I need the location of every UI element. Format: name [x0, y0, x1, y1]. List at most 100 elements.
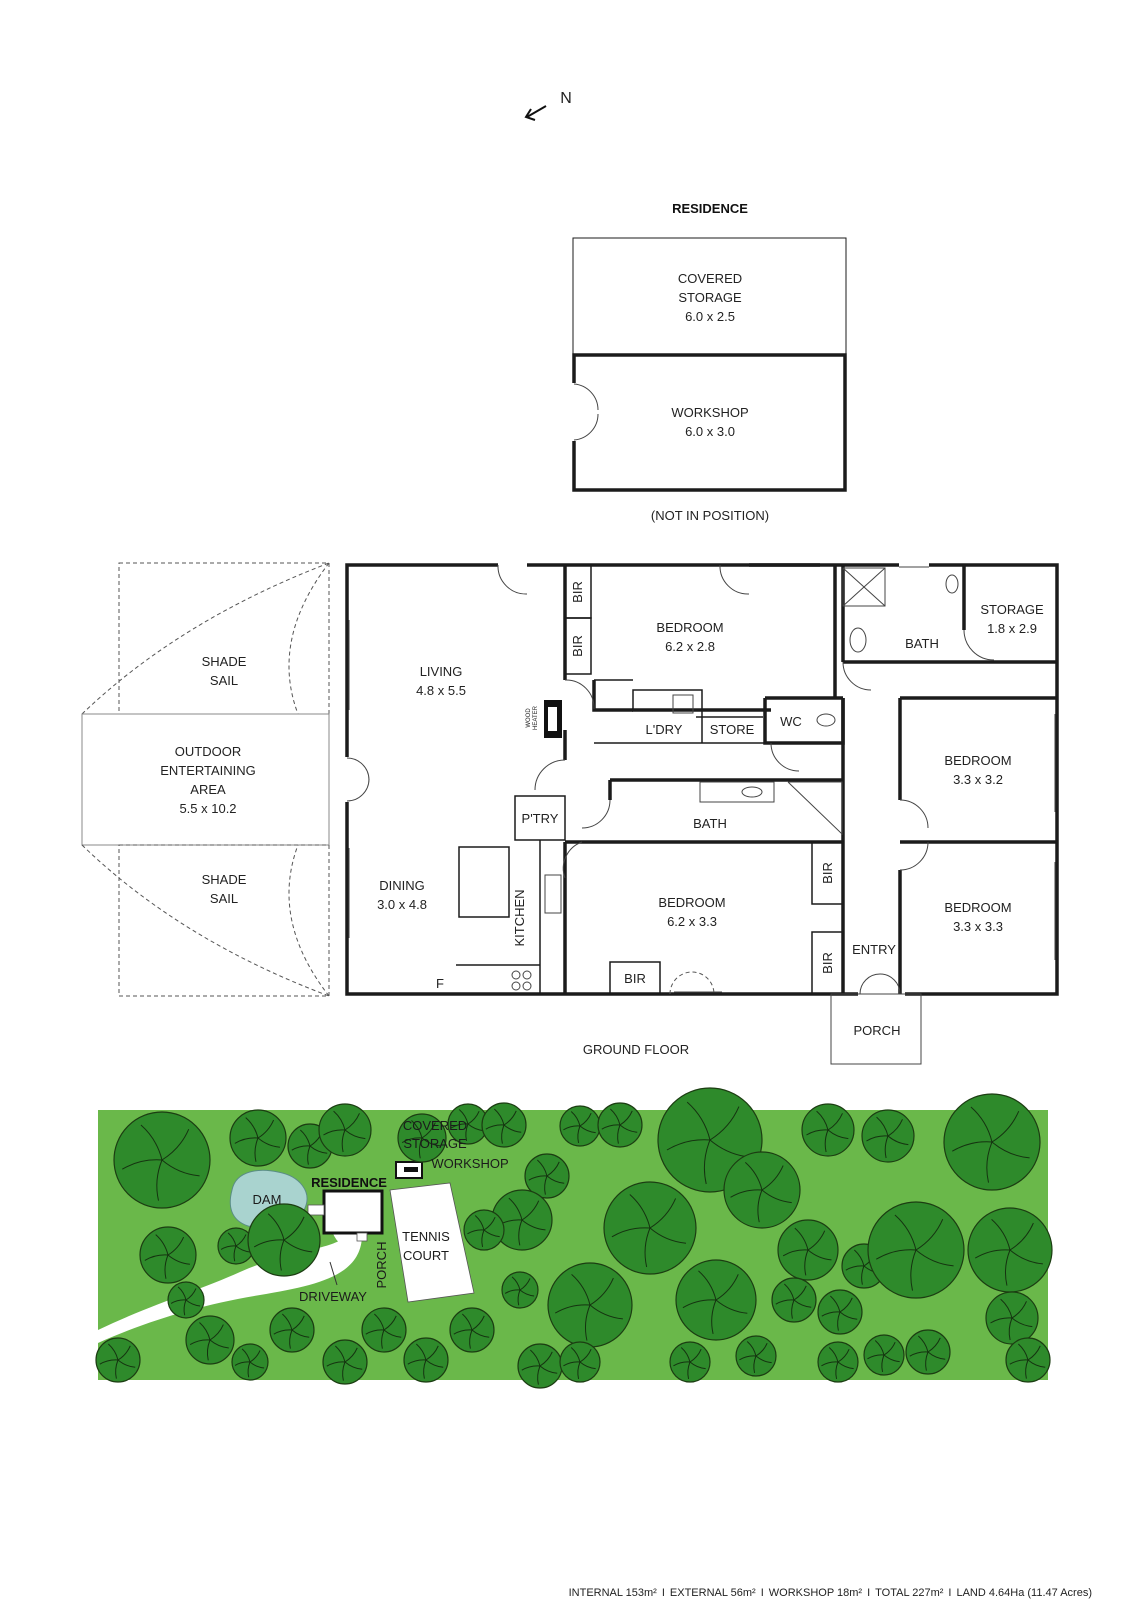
tree-icon	[229, 1109, 287, 1167]
tree-icon	[322, 1339, 368, 1385]
land-area: LAND 4.64Ha (11.47 Acres)	[956, 1587, 1092, 1599]
svg-text:BIR: BIR	[570, 635, 585, 657]
svg-text:RESIDENCE: RESIDENCE	[311, 1175, 387, 1190]
svg-text:COURT: COURT	[403, 1248, 449, 1263]
tree-icon	[723, 1151, 801, 1229]
tennis-court	[389, 1182, 475, 1303]
shade-sail-top: SHADE SAIL	[81, 562, 330, 715]
tree-icon	[139, 1226, 197, 1284]
svg-text:COVERED: COVERED	[403, 1118, 467, 1133]
tree-icon	[501, 1271, 539, 1309]
svg-text:DRIVEWAY: DRIVEWAY	[299, 1289, 367, 1304]
tree-icon	[524, 1153, 570, 1199]
svg-text:BEDROOM: BEDROOM	[944, 900, 1011, 915]
svg-text:PORCH: PORCH	[374, 1242, 389, 1289]
trees	[95, 1087, 1053, 1389]
svg-text:6.2 x 2.8: 6.2 x 2.8	[665, 639, 715, 654]
total-area: TOTAL 227m²	[875, 1587, 944, 1599]
tree-icon	[597, 1102, 643, 1148]
tree-icon	[967, 1207, 1053, 1293]
tree-icon	[269, 1307, 315, 1353]
svg-text:ENTRY: ENTRY	[852, 942, 896, 957]
north-letter: N	[560, 90, 572, 107]
tree-icon	[863, 1334, 905, 1376]
svg-text:SHADE: SHADE	[202, 654, 247, 669]
svg-text:BATH: BATH	[905, 636, 939, 651]
external-area: EXTERNAL 56m²	[669, 1587, 756, 1599]
svg-text:BATH: BATH	[693, 816, 727, 831]
tree-icon	[463, 1209, 505, 1251]
tree-icon	[817, 1289, 863, 1335]
site-plan: COVERED STORAGE WORKSHOP RESIDENCE DAM T…	[95, 1087, 1053, 1389]
svg-text:6.2 x 3.3: 6.2 x 3.3	[667, 914, 717, 929]
tree-icon	[318, 1103, 372, 1157]
svg-text:TENNIS: TENNIS	[402, 1229, 450, 1244]
ground-floor-title: GROUND FLOOR	[583, 1042, 689, 1057]
svg-text:STORAGE: STORAGE	[403, 1136, 467, 1151]
svg-text:6.0 x 2.5: 6.0 x 2.5	[685, 309, 735, 324]
svg-text:WORKSHOP: WORKSHOP	[671, 405, 748, 420]
svg-text:BIR: BIR	[570, 581, 585, 603]
svg-text:STORAGE: STORAGE	[678, 290, 742, 305]
room-labels: LIVING 4.8 x 5.5 DINING 3.0 x 4.8 KITCHE…	[377, 581, 1044, 1038]
svg-text:WC: WC	[780, 714, 802, 729]
svg-text:1.8 x 2.9: 1.8 x 2.9	[987, 621, 1037, 636]
tree-icon	[361, 1307, 407, 1353]
tree-icon	[985, 1291, 1039, 1345]
tree-icon	[517, 1343, 563, 1389]
svg-text:WOOD: WOOD	[526, 708, 532, 728]
tree-icon	[771, 1277, 817, 1323]
svg-text:AREA: AREA	[190, 782, 226, 797]
door-swings	[346, 564, 995, 995]
tree-icon	[95, 1337, 141, 1383]
svg-text:KITCHEN: KITCHEN	[512, 889, 527, 946]
tree-icon	[861, 1109, 915, 1163]
interior-walls	[456, 564, 1057, 1065]
workshop-area: WORKSHOP 18m²	[768, 1587, 863, 1599]
tree-icon	[481, 1102, 527, 1148]
svg-text:BIR: BIR	[820, 952, 835, 974]
tree-icon	[817, 1341, 859, 1383]
tree-icon	[167, 1281, 205, 1319]
svg-text:3.3 x 3.2: 3.3 x 3.2	[953, 772, 1003, 787]
svg-text:SHADE: SHADE	[202, 872, 247, 887]
windows	[348, 566, 1056, 993]
svg-text:4.8 x 5.5: 4.8 x 5.5	[416, 683, 466, 698]
svg-text:6.0 x 3.0: 6.0 x 3.0	[685, 424, 735, 439]
tree-icon	[943, 1093, 1041, 1191]
residence-footprint	[322, 1189, 384, 1235]
tree-icon	[559, 1105, 601, 1147]
north-arrow-icon	[524, 105, 547, 121]
svg-text:LIVING: LIVING	[420, 664, 463, 679]
svg-text:SAIL: SAIL	[210, 891, 238, 906]
shade-sail-bottom: SHADE SAIL	[81, 844, 330, 997]
tree-icon	[547, 1262, 633, 1348]
svg-text:DAM: DAM	[253, 1192, 282, 1207]
tree-icon	[113, 1111, 211, 1209]
workshop-room: WORKSHOP 6.0 x 3.0	[571, 353, 847, 492]
svg-text:HEATER: HEATER	[533, 705, 539, 730]
svg-text:3.0 x 4.8: 3.0 x 4.8	[377, 897, 427, 912]
svg-text:STORE: STORE	[710, 722, 755, 737]
tree-icon	[905, 1329, 951, 1375]
tree-icon	[675, 1259, 757, 1341]
svg-text:SAIL: SAIL	[210, 673, 238, 688]
tree-icon	[735, 1335, 777, 1377]
svg-text:3.3 x 3.3: 3.3 x 3.3	[953, 919, 1003, 934]
tree-icon	[603, 1181, 697, 1275]
svg-text:BIR: BIR	[624, 971, 646, 986]
tree-icon	[1005, 1337, 1051, 1383]
not-in-position-note: (NOT IN POSITION)	[651, 508, 769, 523]
svg-text:PORCH: PORCH	[854, 1023, 901, 1038]
covered-storage-room: COVERED STORAGE 6.0 x 2.5	[572, 237, 847, 355]
svg-text:5.5 x 10.2: 5.5 x 10.2	[179, 801, 236, 816]
tree-icon	[247, 1203, 321, 1277]
svg-text:P'TRY: P'TRY	[522, 811, 559, 826]
svg-text:BEDROOM: BEDROOM	[656, 620, 723, 635]
svg-text:BEDROOM: BEDROOM	[658, 895, 725, 910]
tree-icon	[397, 1113, 447, 1163]
svg-text:F: F	[436, 976, 444, 991]
tree-icon	[867, 1201, 965, 1299]
